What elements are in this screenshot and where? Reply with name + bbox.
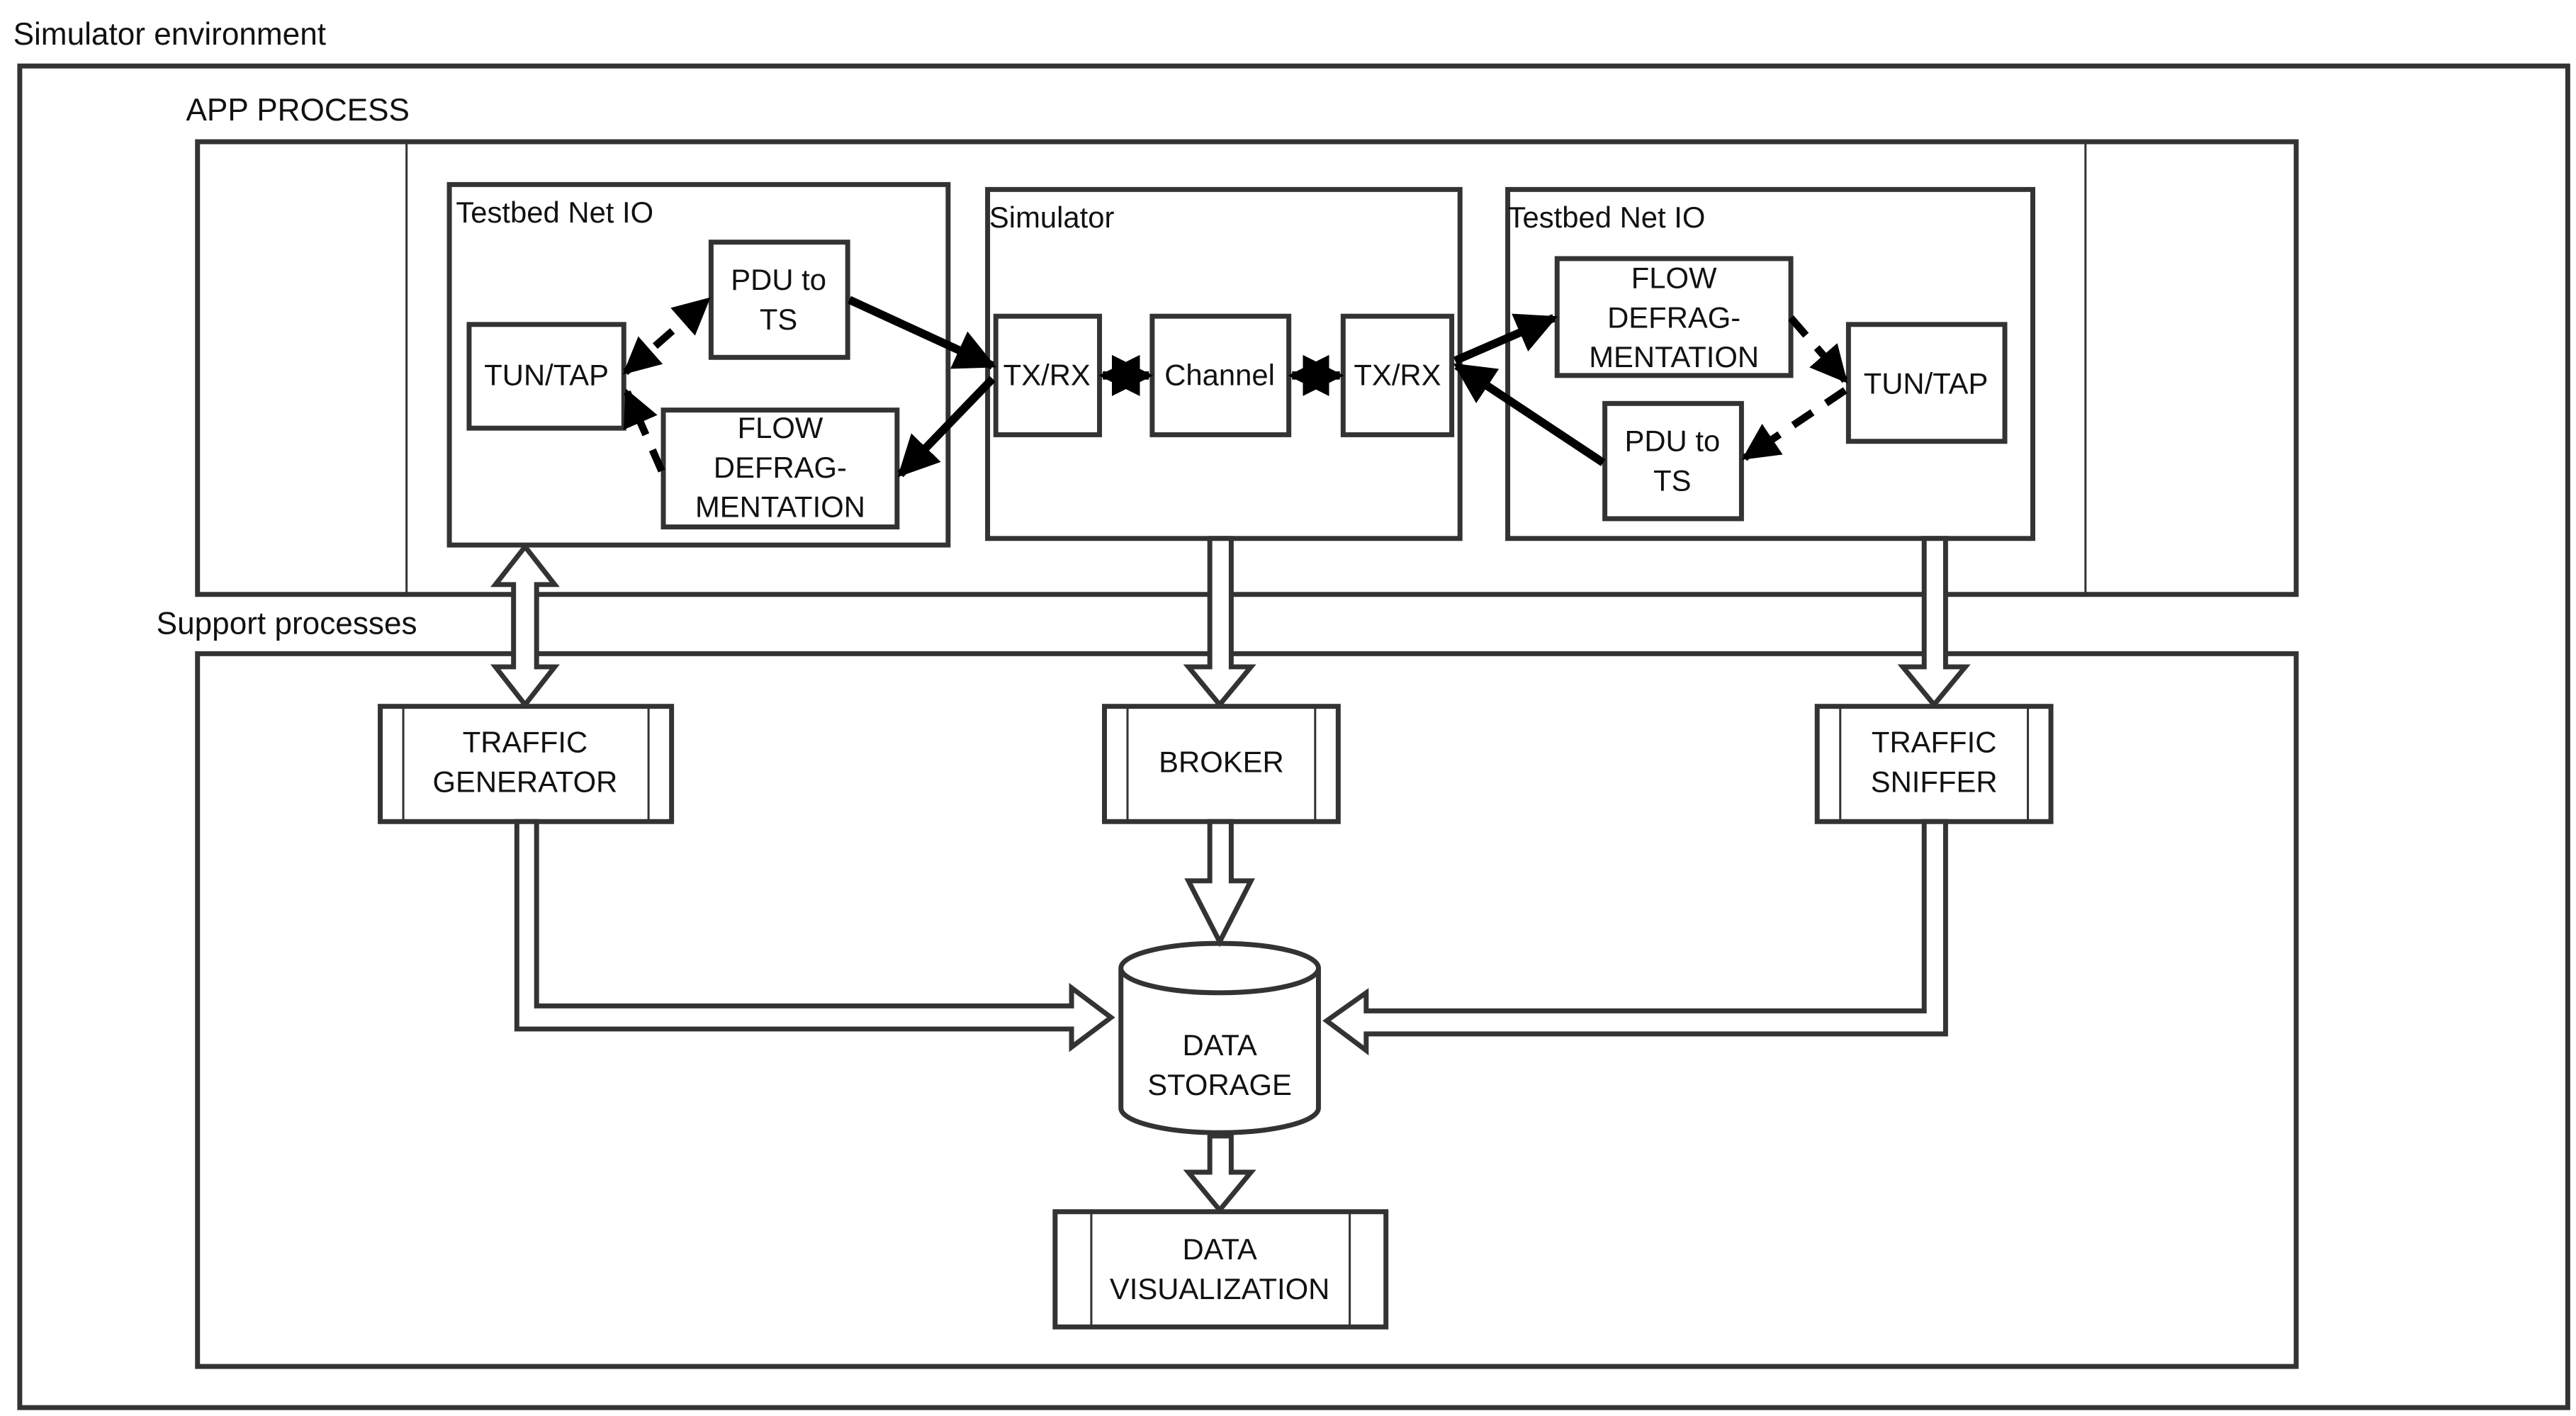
- right-pdu-label-2: TS: [1653, 463, 1691, 497]
- traffic-generator-label-1: TRAFFIC: [463, 726, 587, 759]
- data-storage-label-2: STORAGE: [1147, 1068, 1292, 1101]
- sniffer-storage-block-arrow: [1322, 819, 1948, 1056]
- traffic-sniffer-label-2: SNIFFER: [1871, 765, 1998, 798]
- netio-sniffer-block-arrow: [1897, 536, 1971, 709]
- right-netio-title: Testbed Net IO: [1508, 201, 1706, 234]
- right-tuntap-box: [1845, 322, 2008, 444]
- app-process-frame: [195, 139, 2299, 597]
- sim-channel-label: Channel: [1164, 359, 1275, 392]
- right-flow-tuntap-dashed-arrow: [1788, 315, 1848, 383]
- environment-frame: [17, 63, 2570, 1410]
- sim-txrx-left-label: TX/RX: [1003, 359, 1091, 392]
- left-pdu-box: [708, 240, 850, 360]
- data-storage-label-1: DATA: [1182, 1028, 1256, 1062]
- right-flow-box: [1554, 256, 1794, 378]
- left-flow-label-2: DEFRAG-: [714, 451, 847, 484]
- sim-txrx-right-box: [1340, 313, 1455, 437]
- left-netio-title: Testbed Net IO: [456, 196, 653, 229]
- traffic-generator-process: [378, 704, 675, 824]
- left-tuntap-pdu-dashed-arrow: [622, 297, 711, 376]
- broker-label: BROKER: [1159, 746, 1284, 779]
- left-tuntap-label: TUN/TAP: [484, 359, 609, 392]
- right-pdu-txrx-arrow: [1453, 362, 1606, 466]
- data-visualization-process: [1052, 1209, 1389, 1330]
- right-flow-label-2: DEFRAG-: [1607, 300, 1740, 334]
- left-pdu-label-1: PDU to: [731, 263, 826, 296]
- right-tuntap-pdu-dashed-arrow: [1741, 387, 1847, 461]
- support-title: Support processes: [157, 606, 417, 641]
- simulator-broker-block-arrow: [1183, 536, 1256, 709]
- left-pdu-label-2: TS: [760, 303, 797, 336]
- right-pdu-label-1: PDU to: [1624, 425, 1720, 458]
- traffic-sniffer-label-1: TRAFFIC: [1872, 726, 1996, 759]
- support-frame: [195, 651, 2299, 1369]
- left-tuntap-box: [466, 322, 626, 431]
- environment-title: Simulator environment: [13, 17, 326, 52]
- right-pdu-box: [1602, 400, 1744, 522]
- data-visualization-label-1: DATA: [1182, 1232, 1256, 1266]
- netio-generator-block-arrow: [490, 542, 560, 709]
- right-tuntap-label: TUN/TAP: [1864, 366, 1989, 400]
- app-process-title: APP PROCESS: [186, 93, 410, 128]
- data-visualization-label-2: VISUALIZATION: [1110, 1272, 1329, 1305]
- simulator-title: Simulator: [989, 201, 1115, 234]
- right-flow-label-1: FLOW: [1631, 262, 1717, 295]
- left-txrx-flow-arrow: [897, 376, 996, 478]
- data-storage-cylinder: [1118, 940, 1321, 1135]
- broker-storage-block-arrow: [1184, 819, 1255, 948]
- left-flow-label-1: FLOW: [738, 411, 823, 444]
- sim-txrx-right-label: TX/RX: [1354, 359, 1441, 392]
- traffic-sniffer-process: [1814, 704, 2054, 824]
- left-pdu-txrx-arrow: [848, 296, 996, 370]
- right-flow-label-3: MENTATION: [1589, 340, 1759, 373]
- left-flow-tuntap-dashed-arrow: [623, 388, 665, 473]
- sim-channel-box: [1149, 313, 1292, 437]
- right-txrx-flow-arrow: [1453, 313, 1558, 365]
- storage-visualization-block-arrow: [1183, 1133, 1256, 1214]
- left-flow-label-3: MENTATION: [695, 490, 865, 524]
- generator-storage-block-arrow: [514, 819, 1115, 1052]
- sim-txrx-left-box: [993, 313, 1103, 437]
- traffic-generator-label-2: GENERATOR: [432, 765, 617, 798]
